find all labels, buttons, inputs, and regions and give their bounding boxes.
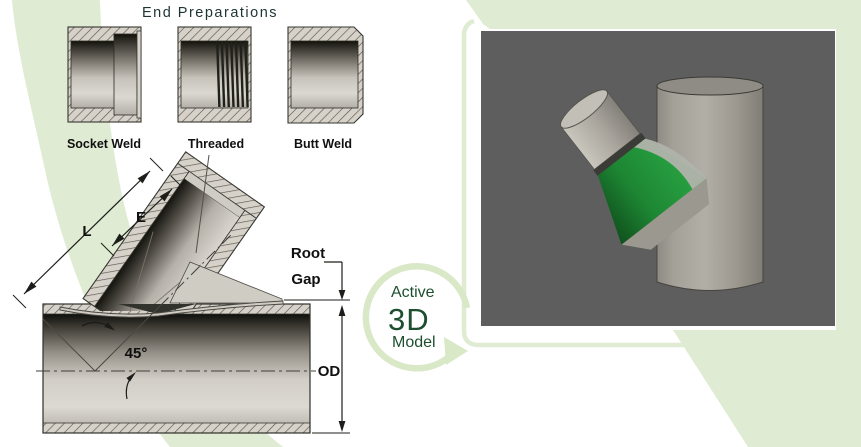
rotate-arrow-head-icon — [444, 337, 468, 365]
socket-weld-figure — [67, 26, 142, 123]
outer-diameter-label: OD — [318, 363, 341, 380]
threaded-figure — [177, 26, 252, 123]
centerline-group — [36, 233, 316, 372]
threaded-label: Threaded — [188, 137, 244, 151]
end-preparations-title: End Preparations — [142, 5, 278, 21]
background-band-top-right — [466, 0, 861, 29]
model-branch-end-face — [559, 89, 609, 129]
root-gap-label-line2: Gap — [291, 271, 320, 288]
background-corner-line — [461, 18, 684, 348]
butt-weld-label: Butt Weld — [294, 137, 352, 151]
model-viewport[interactable] — [481, 31, 835, 326]
badge-line1: Active — [391, 284, 435, 301]
thread-ridges — [216, 42, 249, 107]
rotate-arrow-circle — [362, 263, 471, 372]
dimension-root-gap — [284, 261, 350, 301]
end-dimension-label: E — [136, 209, 146, 226]
main-pipe — [42, 303, 311, 434]
active-3d-badge: Active 3D Model — [362, 263, 471, 372]
weld-saddle — [59, 300, 284, 318]
dimension-E — [100, 154, 210, 257]
badge-line2: 3D — [388, 302, 430, 337]
angle-annotation: 45° — [81, 321, 148, 400]
dimension-L — [12, 157, 164, 309]
model-run-pipe — [656, 85, 764, 291]
root-gap-label-line1: Root — [291, 245, 325, 262]
socket-weld-label: Socket Weld — [67, 137, 141, 151]
model-run-pipe-top — [656, 76, 764, 96]
branch-weld-flare — [169, 261, 283, 304]
background-panel-right — [673, 29, 861, 447]
length-label: L — [82, 223, 91, 240]
dimension-OD — [312, 305, 350, 434]
badge-line3: Model — [392, 334, 436, 351]
angle-label: 45° — [125, 345, 148, 362]
butt-weld-figure — [287, 26, 364, 124]
model-branch — [559, 89, 710, 250]
